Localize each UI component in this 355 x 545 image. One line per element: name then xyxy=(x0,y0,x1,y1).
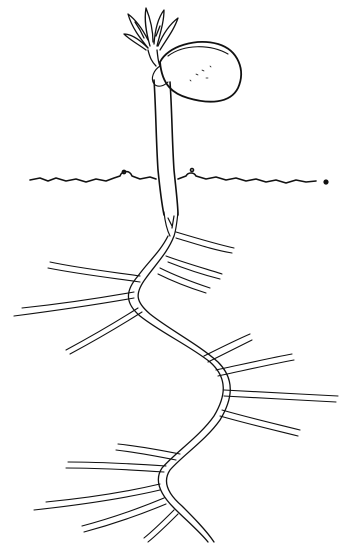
leaf-bud xyxy=(124,8,178,66)
soil-line xyxy=(30,169,328,184)
cotyledon xyxy=(152,42,241,102)
lateral-roots xyxy=(14,232,338,542)
taproot xyxy=(128,236,230,542)
stem xyxy=(154,80,178,215)
